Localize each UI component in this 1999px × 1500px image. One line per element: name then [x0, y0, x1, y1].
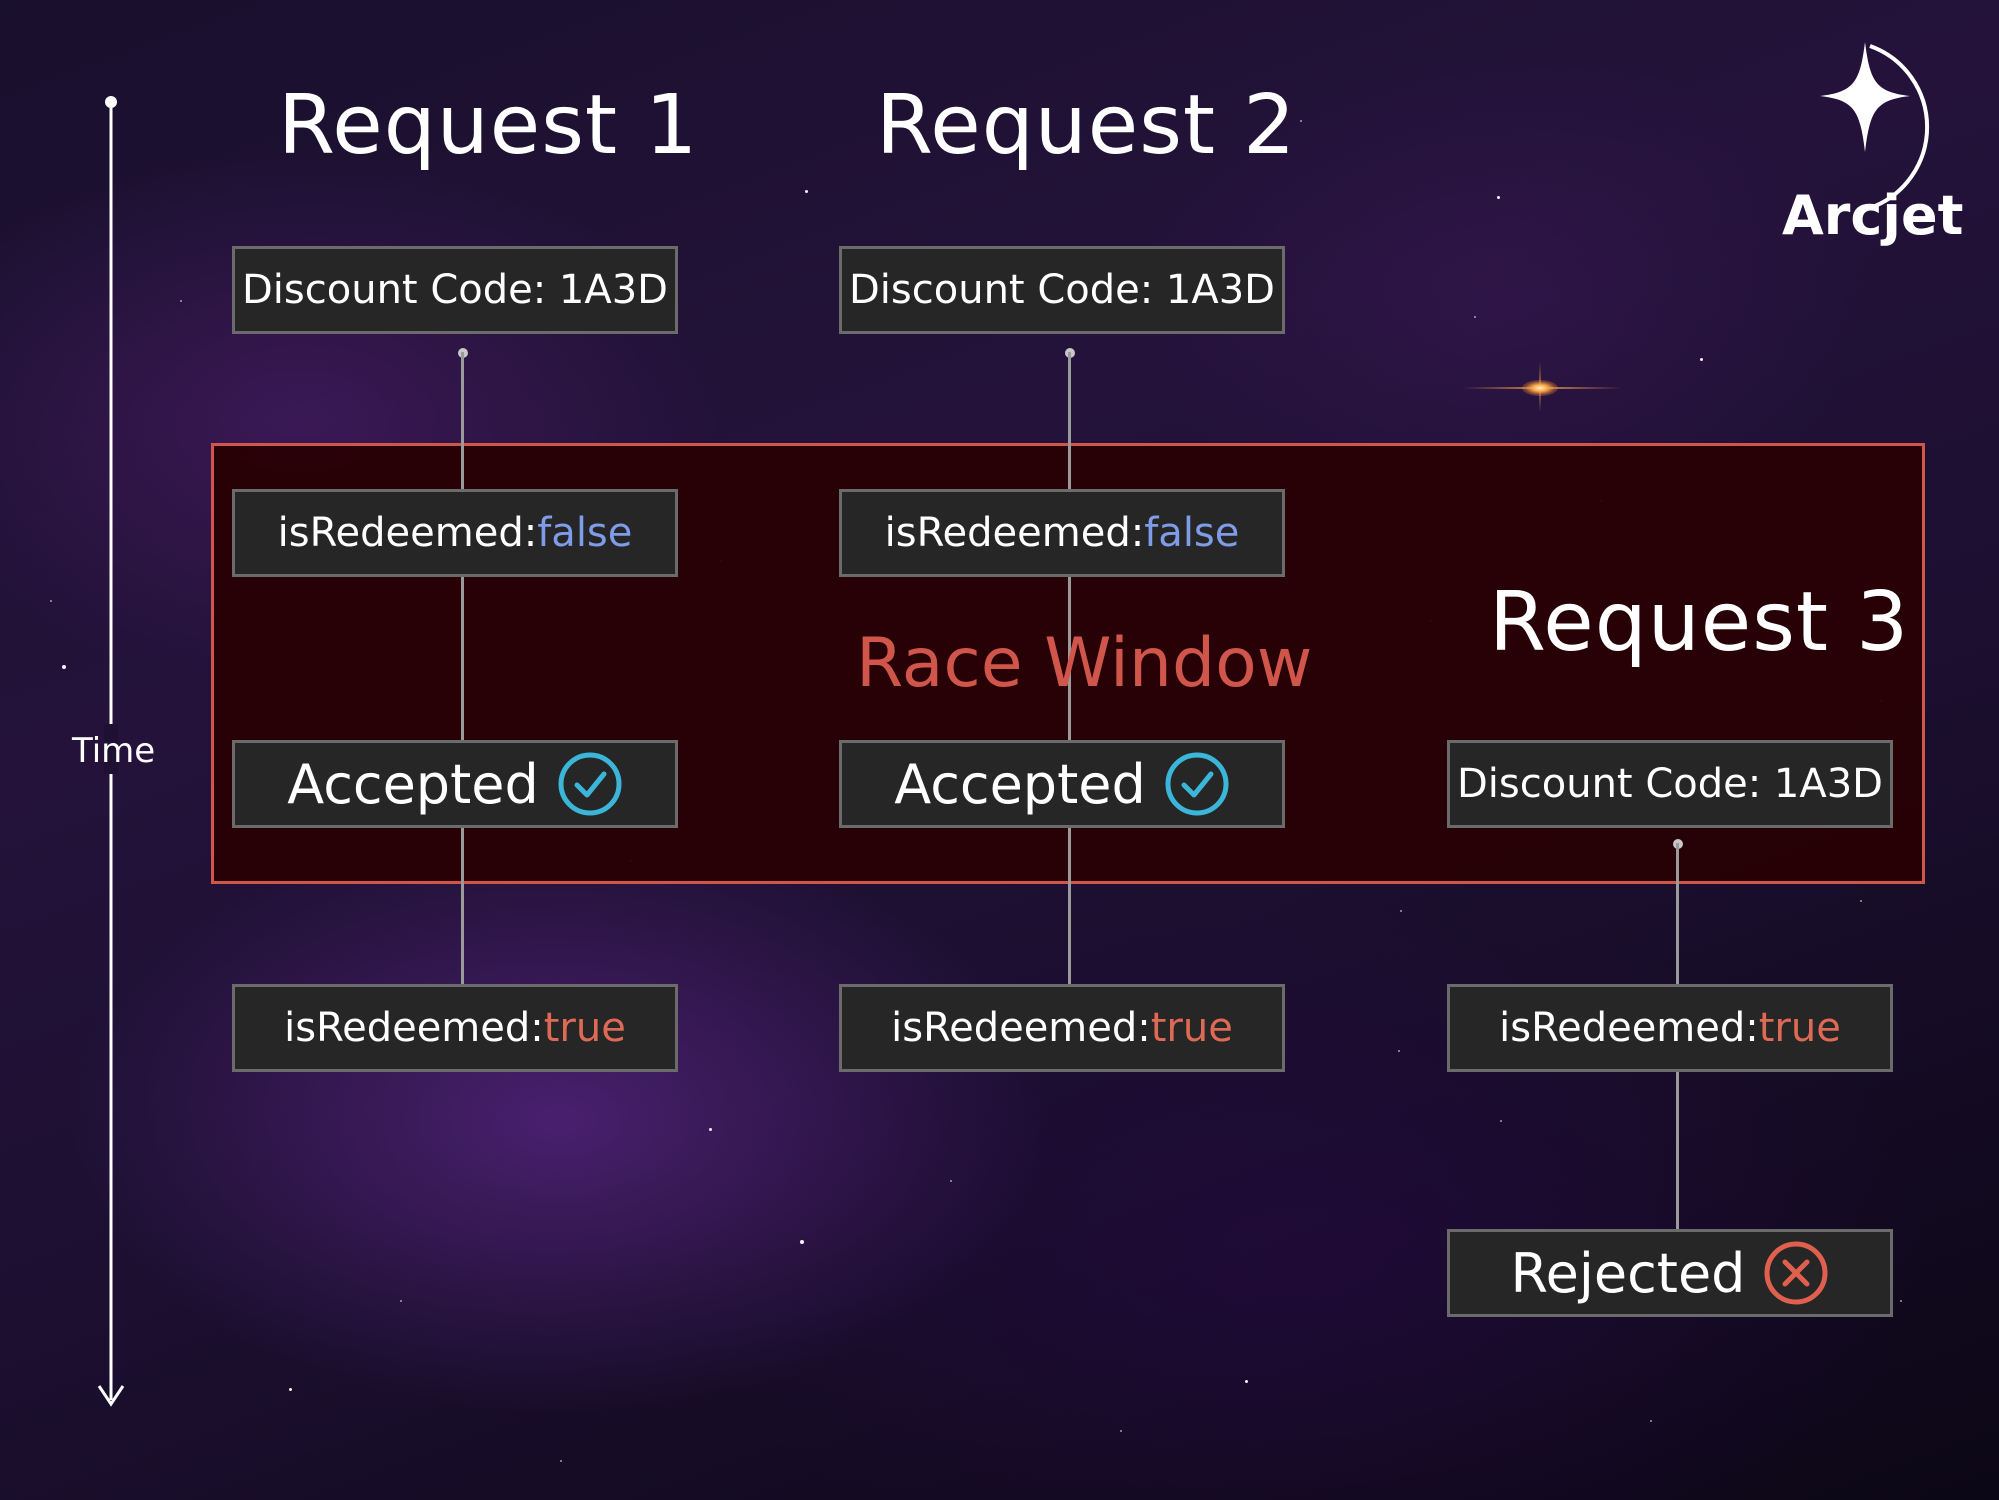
connector-line — [1068, 352, 1071, 990]
is-redeemed-key: isRedeemed: — [891, 1005, 1151, 1051]
request-2-check-box: isRedeemed:false — [839, 489, 1285, 577]
request-3-title: Request 3 — [1489, 575, 1910, 670]
star — [709, 1128, 712, 1131]
star — [1700, 358, 1703, 361]
request-1-update-box: isRedeemed:true — [232, 984, 678, 1072]
star — [1860, 900, 1862, 902]
status-text: Accepted — [287, 752, 539, 816]
discount-code-text: Discount Code: 1A3D — [849, 267, 1275, 313]
glow-star — [1522, 380, 1558, 396]
time-axis-ends — [97, 96, 125, 1407]
star — [1650, 1420, 1652, 1422]
connector-line — [461, 352, 464, 990]
star — [1474, 316, 1476, 318]
request-2-discount-code-box: Discount Code: 1A3D — [839, 246, 1285, 334]
star — [950, 1180, 952, 1182]
request-2-title: Request 2 — [876, 78, 1297, 173]
star — [1300, 120, 1302, 122]
star — [1398, 1050, 1400, 1052]
time-label-gap — [104, 724, 118, 774]
request-3-status-box: Rejected — [1447, 1229, 1893, 1317]
is-redeemed-value: true — [1758, 1005, 1841, 1051]
star — [1500, 1120, 1502, 1122]
is-redeemed-value: false — [537, 510, 633, 556]
star — [805, 190, 808, 193]
race-window-label: Race Window — [856, 624, 1313, 703]
is-redeemed-value: true — [1150, 1005, 1233, 1051]
star — [1400, 910, 1402, 912]
x-circle-icon — [1763, 1240, 1829, 1306]
star — [1497, 196, 1500, 199]
star — [400, 1300, 402, 1302]
star — [1120, 1430, 1122, 1432]
four-point-star-moon-icon — [1820, 42, 1930, 210]
request-3-discount-code-box: Discount Code: 1A3D — [1447, 740, 1893, 828]
star — [1900, 1300, 1902, 1302]
request-1-discount-code-box: Discount Code: 1A3D — [232, 246, 678, 334]
check-circle-icon — [557, 751, 623, 817]
request-1-check-box: isRedeemed:false — [232, 489, 678, 577]
logo-text: Arcjet — [1782, 184, 1964, 247]
check-circle-icon — [1164, 751, 1230, 817]
star — [50, 600, 52, 602]
star — [180, 300, 182, 302]
star — [560, 1460, 562, 1462]
discount-code-text: Discount Code: 1A3D — [242, 267, 668, 313]
time-axis-label: Time — [72, 731, 156, 771]
is-redeemed-key: isRedeemed: — [1499, 1005, 1759, 1051]
star — [62, 665, 66, 669]
discount-code-text: Discount Code: 1A3D — [1457, 761, 1883, 807]
status-text: Accepted — [894, 752, 1146, 816]
star — [1245, 1380, 1248, 1383]
is-redeemed-value: false — [1144, 510, 1240, 556]
request-2-update-box: isRedeemed:true — [839, 984, 1285, 1072]
is-redeemed-key: isRedeemed: — [284, 1005, 544, 1051]
request-2-status-box: Accepted — [839, 740, 1285, 828]
request-3-update-box: isRedeemed:true — [1447, 984, 1893, 1072]
is-redeemed-value: true — [543, 1005, 626, 1051]
is-redeemed-key: isRedeemed: — [884, 510, 1145, 556]
status-text: Rejected — [1510, 1241, 1746, 1305]
request-1-title: Request 1 — [278, 78, 699, 173]
request-1-status-box: Accepted — [232, 740, 678, 828]
is-redeemed-key: isRedeemed: — [277, 510, 538, 556]
star — [289, 1388, 292, 1391]
star — [800, 1240, 804, 1244]
